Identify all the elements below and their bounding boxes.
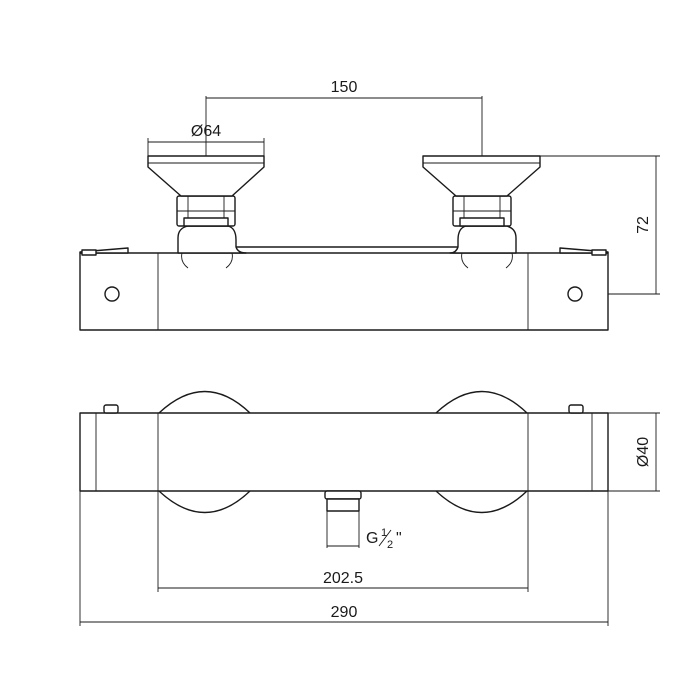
dim-total-length: 290 [79,491,609,626]
dim-body-diameter: Ø40 [608,412,660,492]
front-view [79,155,609,331]
dim-thread-fraction-bar [378,529,392,547]
front-right-nut-washer [459,217,505,227]
dim-thread-inch-mark: " [396,530,402,547]
front-left-flange [147,155,265,197]
top-view [79,390,609,548]
front-right-flange [422,155,541,197]
dim-handle-diameter: Ø64 [147,123,265,156]
front-right-riser-shade [461,252,513,269]
front-left-cap-flange [81,249,97,256]
top-right-knob [568,404,584,414]
dim-thread-numerator: 1 [381,527,387,539]
front-left-nut-washer [183,217,229,227]
front-right-riser [449,225,517,254]
dim-40-label: Ø40 [635,437,652,467]
dim-64-label: Ø64 [191,123,221,140]
dim-outlet-thread: G 1 2 " [366,527,402,551]
dim-handle-spacing: 150 [205,79,483,156]
front-left-hole [104,286,120,302]
dim-150-label: 150 [331,79,358,96]
front-right-hole [567,286,583,302]
front-right-cap-flange [591,249,607,256]
top-body [79,412,609,492]
dim-72-label: 72 [635,216,652,234]
top-outlet-nut [324,490,362,500]
top-outlet-pipe [326,498,360,512]
top-left-knob [103,404,119,414]
dim-centre-width: 202.5 [157,491,529,592]
dim-height: 72 [540,155,660,295]
dim-202-label: 202.5 [323,570,363,587]
dim-thread-letter: G [366,530,378,547]
front-body [79,252,609,331]
front-left-riser-shade [181,252,233,269]
front-left-riser [177,225,247,254]
dim-290-label: 290 [331,604,358,621]
dim-thread-denominator: 2 [387,539,393,551]
